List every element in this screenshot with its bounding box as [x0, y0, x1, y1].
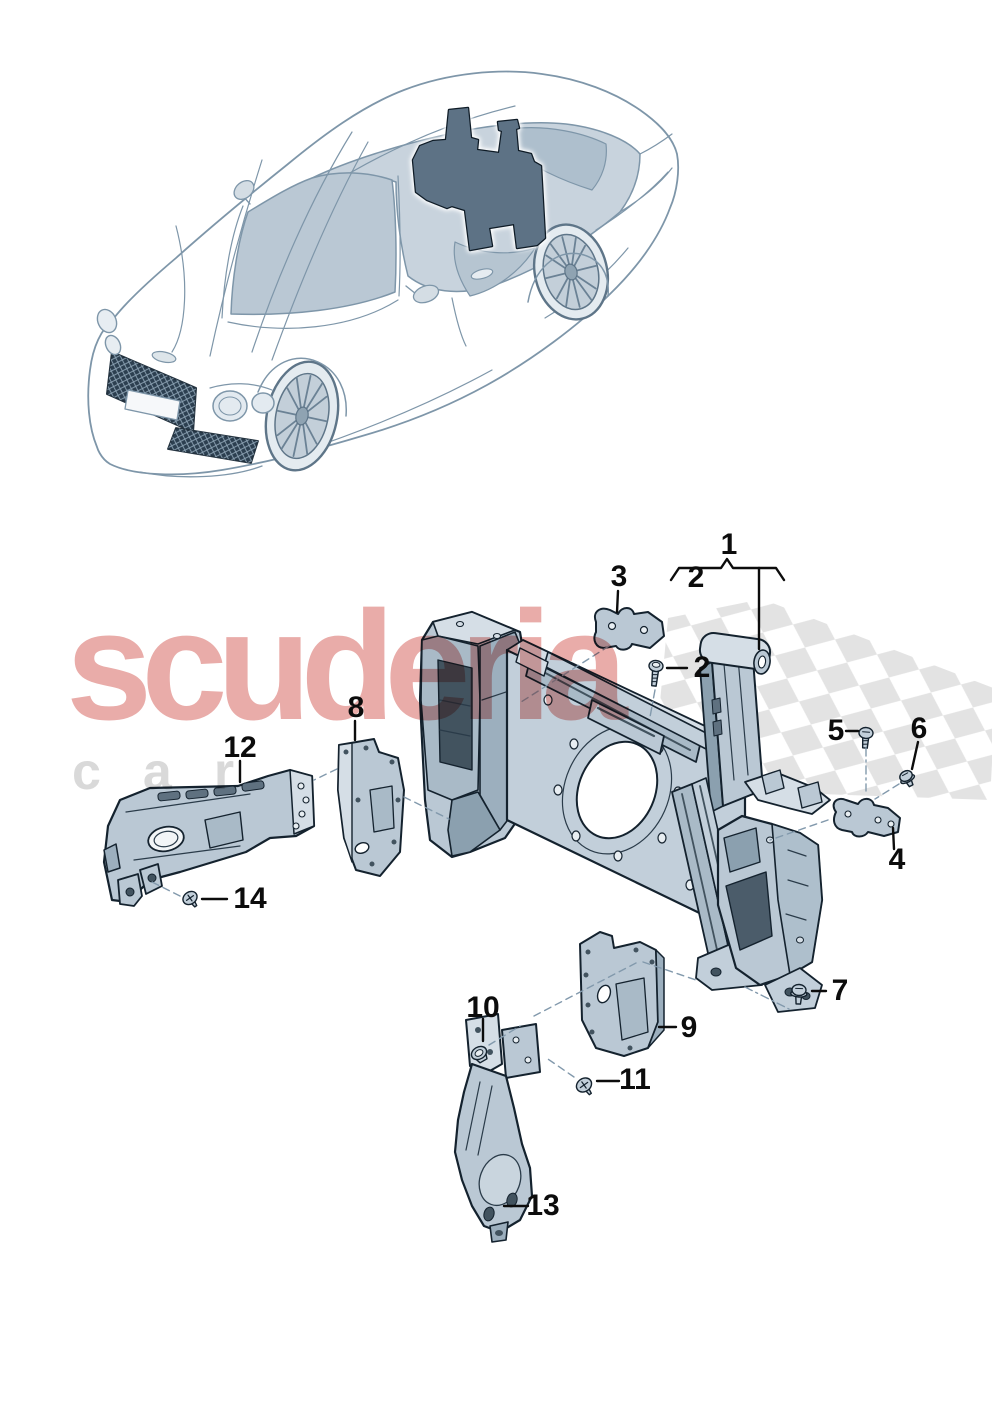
bolt-2-icon	[648, 659, 664, 687]
part-3-bracket	[593, 607, 665, 651]
car-trunk-lines	[595, 133, 673, 231]
car-rear-arch	[527, 252, 609, 303]
callout-2: 2	[693, 651, 711, 684]
callout-11: 11	[619, 1063, 651, 1096]
exploded-diagram	[102, 557, 920, 1243]
car-front-wheel	[264, 360, 340, 472]
part-9-panel	[579, 931, 665, 1057]
callout-4: 4	[888, 843, 906, 876]
callout-2-group: 2	[687, 561, 705, 594]
group-bracket-1	[669, 557, 786, 582]
nut-10-icon	[470, 1045, 488, 1064]
callout-13: 13	[526, 1189, 560, 1222]
car-door-handle	[470, 268, 494, 280]
car-badge	[151, 350, 177, 364]
car-windshield-frame	[221, 175, 401, 319]
callout-7: 7	[831, 974, 849, 1007]
bolt-7-icon	[790, 983, 808, 1005]
callout-9: 9	[680, 1011, 698, 1044]
callout-6: 6	[910, 712, 928, 745]
bolt-5-icon	[858, 726, 874, 749]
car-left-mirror	[233, 179, 255, 205]
car-cowl-line	[227, 299, 399, 329]
car-intake-mesh	[168, 428, 258, 463]
car-door-seam	[451, 297, 467, 347]
car-left-lamps	[96, 308, 122, 356]
callout-10: 10	[466, 991, 500, 1024]
car-right-mirror	[405, 284, 440, 304]
car-rear-wheel	[532, 223, 610, 321]
connector-lines	[147, 645, 900, 1078]
callout-1: 1	[720, 528, 738, 561]
callout-12: 12	[223, 731, 257, 764]
highlighted-part	[411, 106, 547, 252]
bolt-14-icon	[182, 890, 198, 908]
part-13-bracket	[453, 1013, 541, 1243]
part-4-bracket	[832, 797, 901, 838]
car-license-plate	[124, 389, 181, 421]
car-front-arch	[257, 357, 347, 417]
car-bumper-lip	[139, 465, 263, 478]
part-8-panel	[337, 738, 405, 877]
car-illustration	[87, 70, 680, 478]
car-headlights	[209, 383, 275, 422]
callout-5: 5	[827, 714, 845, 747]
main-assembly	[418, 610, 831, 1013]
car-hood-lines	[171, 131, 369, 361]
car-windshield	[230, 172, 397, 316]
callout-3: 3	[610, 560, 628, 593]
callout-8: 8	[347, 691, 365, 724]
callout-14: 14	[233, 882, 267, 915]
callout-lines	[200, 557, 920, 1208]
bolt-6-icon	[899, 769, 916, 788]
bolt-11-icon	[575, 1077, 593, 1096]
part-12-bracket	[102, 768, 316, 907]
car-side-window	[453, 241, 536, 297]
